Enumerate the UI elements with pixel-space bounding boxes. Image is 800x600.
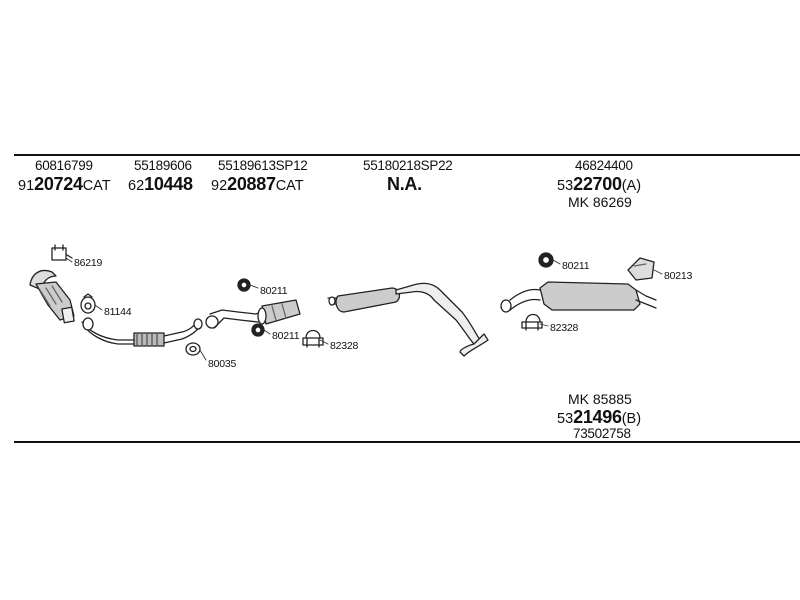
part-code-suffix: CAT (275, 178, 304, 194)
part-code-suffix: CAT (82, 178, 111, 194)
rubber-hanger (538, 252, 554, 268)
part-code-main: 20887 (227, 174, 276, 194)
part-code: 9120724CAT (18, 175, 111, 195)
part-code-main: 20724 (34, 174, 83, 194)
part-label: 80035 (208, 358, 237, 370)
reference-number: 60816799 (35, 158, 93, 173)
part-code-main: N.A. (387, 174, 422, 194)
part-code: 5321496(B) (557, 408, 641, 428)
bottom-divider (14, 441, 800, 443)
reference-number: 55189606 (134, 158, 192, 173)
reference-number: 46824400 (575, 158, 633, 173)
part-code: N.A. (387, 175, 422, 195)
leader-lines (65, 257, 663, 361)
part-label: 80211 (562, 260, 590, 272)
part-code-main: 21496 (573, 407, 622, 427)
part-code-main: 10448 (144, 174, 193, 194)
rubber-hanger (237, 278, 251, 292)
u-clamp (302, 329, 324, 348)
mounting-kit-label: MK 86269 (568, 194, 632, 210)
part-code: 6210448 (128, 175, 193, 195)
reference-number: 55180218SP22 (363, 158, 453, 173)
rear-silencer (539, 281, 657, 311)
gasket-ring (185, 342, 201, 356)
heat-shield (627, 257, 655, 281)
top-divider (14, 154, 800, 156)
intermediate-pipe (205, 299, 301, 329)
u-clamp (521, 313, 543, 331)
part-code-suffix: (B) (621, 411, 642, 427)
reference-number: 55189613SP12 (218, 158, 308, 173)
front-pipe (81, 317, 203, 347)
rear-pipe (500, 288, 541, 313)
part-code-prefix: 91 (18, 178, 35, 194)
part-label: 86219 (74, 257, 103, 269)
part-label: 81144 (104, 306, 132, 318)
part-code: 9220887CAT (211, 175, 304, 195)
part-code-suffix: (A) (621, 178, 642, 194)
part-label: 80211 (272, 330, 300, 342)
part-label: 80211 (260, 285, 288, 297)
rubber-hanger (251, 323, 265, 337)
part-label: 82328 (550, 322, 579, 334)
catalyst-front-pipe (29, 269, 75, 324)
part-label: 82328 (330, 340, 359, 352)
part-code-prefix: 53 (557, 411, 574, 427)
centre-silencer (327, 282, 489, 357)
reference-number: 73502758 (573, 426, 631, 441)
gasket-ring (80, 293, 96, 314)
mounting-kit-label: MK 85885 (568, 391, 632, 407)
flange-clamp (51, 244, 73, 261)
part-code-main: 22700 (573, 174, 622, 194)
part-label: 80213 (664, 270, 693, 282)
part-code: 5322700(A) (557, 175, 641, 195)
part-code-prefix: 62 (128, 178, 145, 194)
part-code-prefix: 92 (211, 178, 228, 194)
part-code-prefix: 53 (557, 178, 574, 194)
